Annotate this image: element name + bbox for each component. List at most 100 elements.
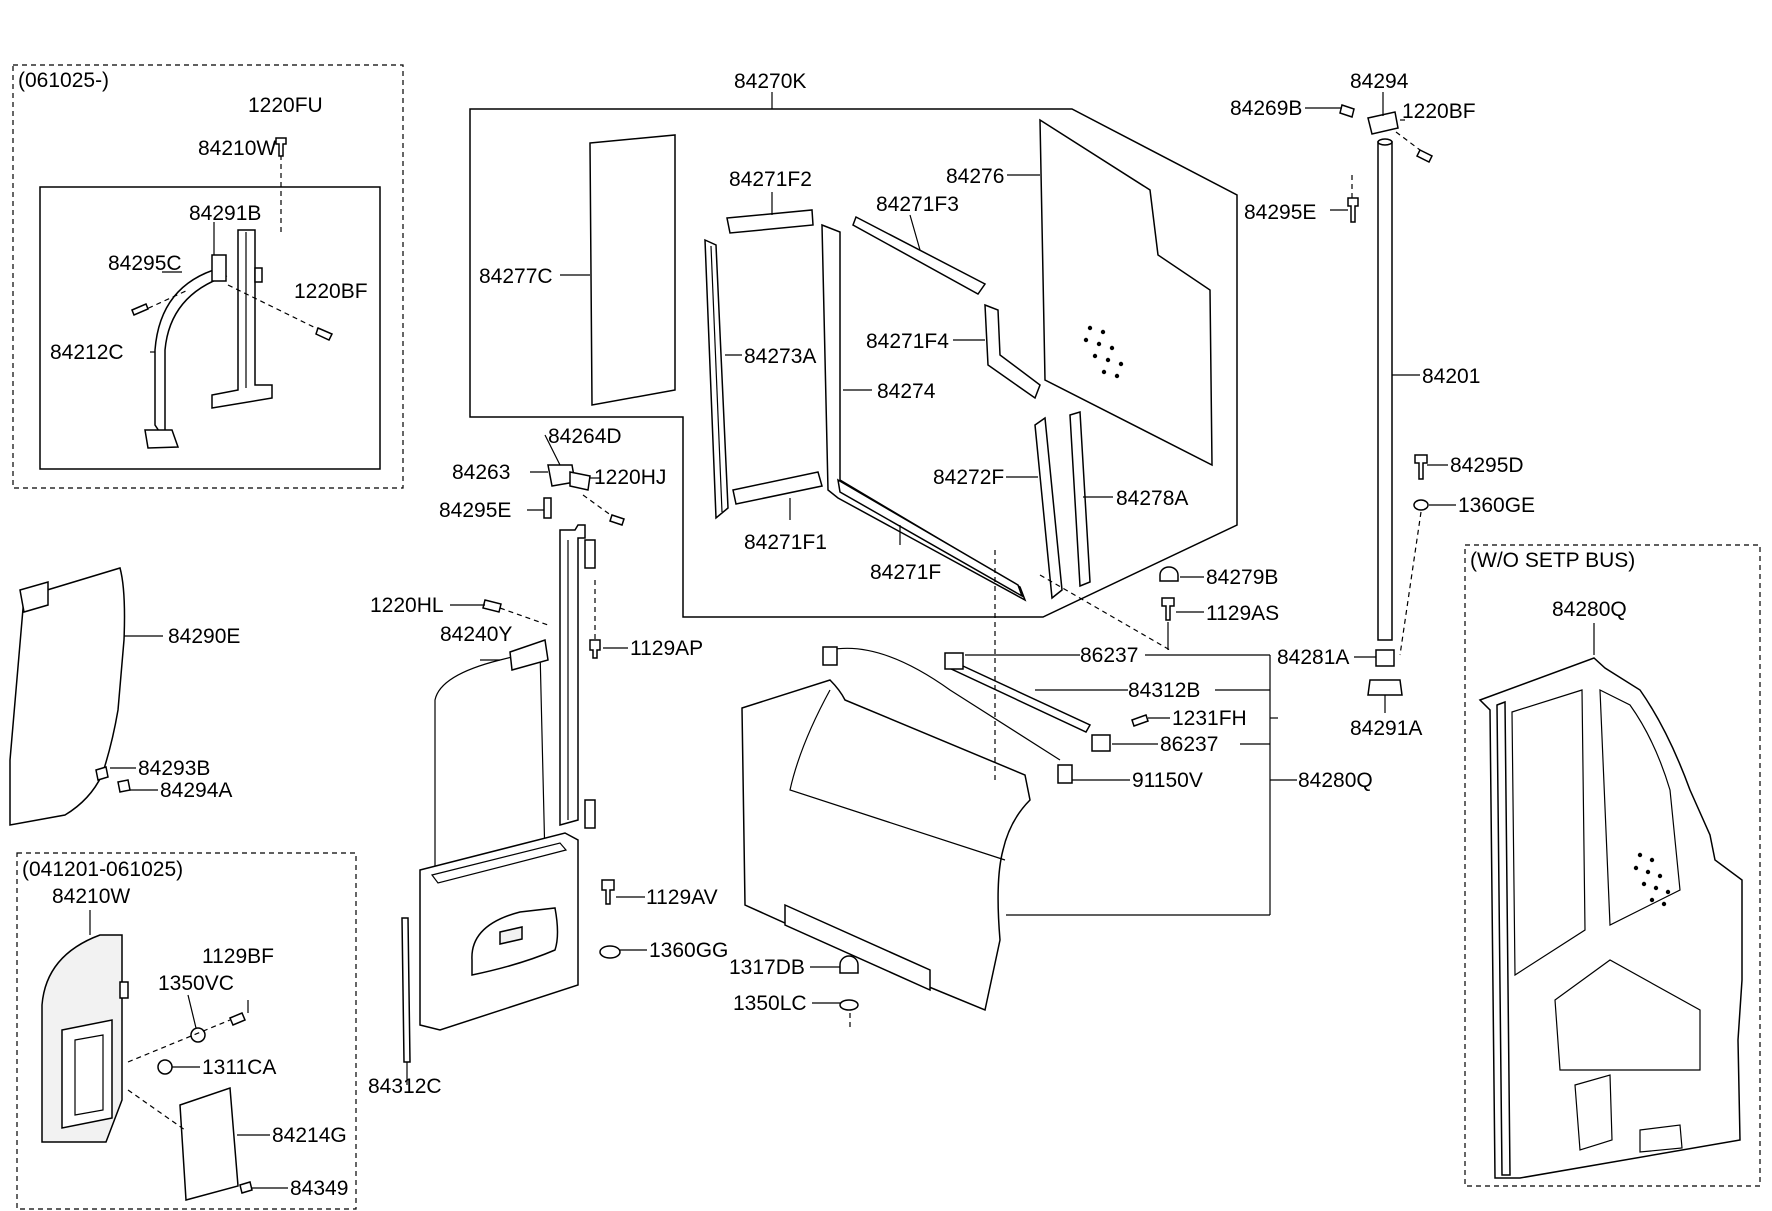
part-label-84214g: 84214G bbox=[272, 1124, 347, 1147]
part-label-84277c: 84277C bbox=[479, 265, 553, 288]
part-label-84291a: 84291A bbox=[1350, 717, 1422, 740]
part-label-84269b: 84269B bbox=[1230, 97, 1302, 120]
group-label-wo-setp-bus: (W/O SETP BUS) bbox=[1470, 549, 1635, 572]
part-label-84294a: 84294A bbox=[160, 779, 232, 802]
cap-icon bbox=[1057, 764, 1073, 784]
door-handle-icon bbox=[471, 907, 559, 976]
part-label-1350vc: 1350VC bbox=[158, 972, 234, 995]
part-label-91150v: 91150V bbox=[1132, 769, 1203, 792]
part-label-84271f4: 84271F4 bbox=[866, 330, 949, 353]
part-label-86237-b: 86237 bbox=[1160, 733, 1218, 756]
rod-icon bbox=[946, 658, 1092, 733]
part-label-84271f1: 84271F1 bbox=[744, 531, 827, 554]
base-icon bbox=[1367, 679, 1403, 696]
part-label-84312b: 84312B bbox=[1128, 679, 1200, 702]
pole-assembly-84201 bbox=[1159, 92, 1456, 713]
group-box-061025: (061025-) bbox=[12, 64, 404, 489]
door-post-icon bbox=[559, 524, 586, 826]
group-label-061025: (061025-) bbox=[18, 69, 109, 92]
cover-plate-icon bbox=[179, 1086, 239, 1201]
part-label-84294: 84294 bbox=[1350, 70, 1409, 93]
part-label-84293b: 84293B bbox=[138, 757, 210, 780]
bolt-icon bbox=[609, 514, 625, 526]
part-label-1129bf: 1129BF bbox=[202, 945, 274, 968]
bracket-icon bbox=[944, 652, 964, 670]
dot-pattern-icon bbox=[1633, 852, 1671, 907]
clamp-icon bbox=[1367, 111, 1399, 135]
bolt-icon bbox=[1131, 714, 1149, 727]
bolt-icon bbox=[601, 879, 615, 905]
bolt-icon bbox=[1161, 597, 1175, 621]
part-label-1220hl: 1220HL bbox=[370, 594, 444, 617]
seal-strip-icon bbox=[984, 303, 1041, 400]
part-label-1360gg: 1360GG bbox=[649, 939, 728, 962]
part-label-84272f: 84272F bbox=[933, 466, 1004, 489]
clip-icon bbox=[95, 766, 109, 781]
washer-icon bbox=[190, 1027, 206, 1043]
bolt-icon bbox=[315, 326, 334, 341]
glass-panel-icon bbox=[1039, 118, 1213, 467]
part-label-84271f: 84271F bbox=[870, 561, 941, 584]
bracket-icon bbox=[211, 254, 227, 282]
part-label-86237-a: 86237 bbox=[1080, 644, 1138, 667]
part-label-1360ge: 1360GE bbox=[1458, 494, 1535, 517]
dot-pattern-icon bbox=[1083, 325, 1124, 379]
pole-icon bbox=[1377, 141, 1393, 641]
part-label-84290e: 84290E bbox=[168, 625, 240, 648]
window-frame-icon bbox=[821, 223, 1027, 602]
bolt-icon bbox=[1339, 104, 1355, 118]
part-label-1129av: 1129AV bbox=[646, 886, 718, 909]
lower-panel-84280q bbox=[741, 550, 1297, 1030]
part-label-84295e-a: 84295E bbox=[439, 499, 511, 522]
part-label-84281a: 84281A bbox=[1277, 646, 1349, 669]
cap-icon bbox=[839, 955, 859, 974]
part-label-1129as: 1129AS bbox=[1206, 602, 1279, 625]
seal-strip-icon bbox=[732, 471, 823, 505]
cap-icon bbox=[1159, 566, 1179, 582]
screw-icon bbox=[1347, 197, 1359, 223]
part-label-1220bf-b: 1220BF bbox=[1402, 100, 1476, 123]
cap-icon bbox=[1375, 649, 1395, 667]
washer-icon bbox=[1413, 499, 1429, 511]
part-label-1220bf: 1220BF bbox=[294, 280, 368, 303]
seal-strip-icon bbox=[726, 209, 814, 234]
side-panel-icon bbox=[9, 567, 126, 826]
part-label-84280q-b: 84280Q bbox=[1552, 598, 1627, 621]
bolt-icon bbox=[1414, 454, 1428, 480]
bolt-icon bbox=[229, 1012, 246, 1026]
part-label-84270k: 84270K bbox=[734, 70, 806, 93]
part-label-84295d: 84295D bbox=[1450, 454, 1524, 477]
part-label-1220fu: 1220FU bbox=[248, 94, 323, 117]
door-panel-outline-icon bbox=[434, 649, 546, 871]
bolt-icon bbox=[482, 599, 502, 613]
part-label-84295c: 84295C bbox=[108, 252, 182, 275]
side-panel-84290e bbox=[9, 567, 163, 826]
screw-icon bbox=[543, 497, 552, 519]
seal-strip-icon bbox=[1069, 411, 1091, 588]
part-label-84295e-b: 84295E bbox=[1244, 201, 1316, 224]
nut-icon bbox=[157, 1059, 173, 1075]
part-label-84210w-b: 84210W bbox=[52, 885, 130, 908]
bolt-icon bbox=[1415, 148, 1434, 164]
group-outline-84270k bbox=[469, 92, 1238, 618]
washer-icon bbox=[839, 999, 859, 1011]
part-label-1317db: 1317DB bbox=[729, 956, 805, 979]
channel-icon bbox=[1034, 416, 1063, 600]
clip-icon bbox=[117, 779, 131, 793]
part-label-84276: 84276 bbox=[946, 165, 1004, 188]
group-box-041201-061025: (041201-061025) bbox=[16, 852, 357, 1210]
weather-strip-icon bbox=[401, 917, 411, 1063]
screw-icon bbox=[239, 1181, 253, 1194]
bracket-icon bbox=[1091, 734, 1111, 752]
handle-bar-icon bbox=[154, 267, 228, 443]
part-label-84291b: 84291B bbox=[189, 202, 261, 225]
part-label-84240y: 84240Y bbox=[440, 623, 512, 646]
part-label-84278a: 84278A bbox=[1116, 487, 1188, 510]
part-label-1220hj: 1220HJ bbox=[594, 466, 666, 489]
part-label-84201: 84201 bbox=[1422, 365, 1480, 388]
part-label-84271f3: 84271F3 bbox=[876, 193, 959, 216]
part-label-1311ca: 1311CA bbox=[202, 1056, 276, 1079]
part-label-84210w: 84210W bbox=[198, 137, 276, 160]
part-label-84312c: 84312C bbox=[368, 1075, 442, 1098]
